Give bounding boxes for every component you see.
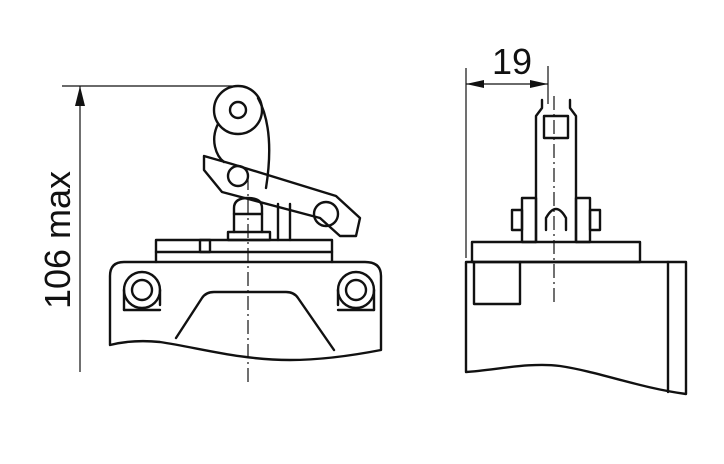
side-housing-step: [472, 260, 522, 306]
roller-lever: [202, 84, 362, 242]
housing-outline: [108, 260, 383, 362]
side-housing-outline: [464, 260, 688, 396]
right-pin: [588, 208, 602, 232]
front-view: 106 max: [37, 84, 383, 382]
lever-bar: [202, 154, 362, 238]
side-actuator: [510, 98, 602, 244]
fork-outer: [534, 98, 578, 244]
width-arrow-left: [466, 80, 484, 88]
left-pin: [510, 208, 524, 232]
plunger-collar: [226, 230, 272, 242]
width-arrow-right: [530, 80, 548, 88]
mounting-hole-right-outer: [336, 270, 376, 310]
right-ear: [574, 196, 592, 244]
fork-slot: [542, 114, 570, 140]
width-dimension-label: 19: [492, 41, 532, 82]
side-view: 19: [464, 41, 688, 396]
top-plate-slot: [198, 238, 212, 254]
mounting-hole-left: [130, 278, 154, 302]
height-dimension-label: 106 max: [37, 171, 78, 309]
mounting-hole-right: [344, 278, 368, 302]
side-top-plate: [470, 240, 642, 264]
left-ear: [520, 196, 538, 244]
switch-housing: [108, 230, 383, 362]
width-dimension: 19: [465, 41, 549, 258]
side-housing: [464, 240, 688, 396]
height-arrow: [75, 86, 85, 106]
plunger-tip: [544, 207, 568, 232]
mounting-hole-left-outer: [122, 270, 162, 310]
roller-outer: [212, 84, 264, 136]
roller-pin: [228, 100, 248, 120]
height-dimension: 106 max: [37, 85, 232, 372]
lever-end-hole: [312, 200, 340, 228]
housing-arch: [174, 290, 336, 352]
